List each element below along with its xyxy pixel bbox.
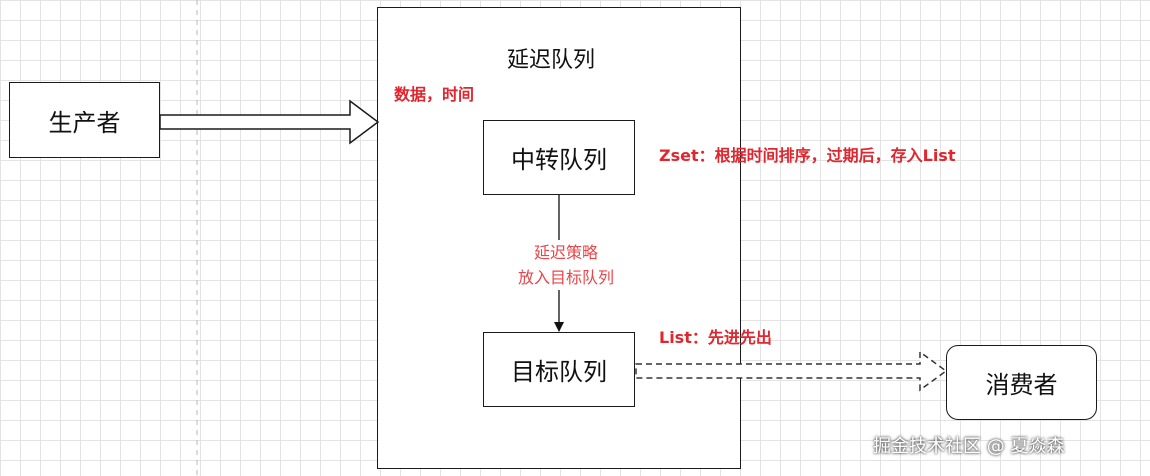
list-annotation: List：先进先出: [659, 328, 772, 347]
transfer-queue-node: 中转队列: [483, 120, 635, 195]
consumer-node: 消费者: [946, 345, 1097, 420]
delay-strategy-annotation: 延迟策略 放入目标队列: [496, 240, 636, 290]
producer-label: 生产者: [48, 108, 121, 137]
zset-annotation: Zset：根据时间排序，过期后，存入List: [659, 146, 956, 165]
target-to-consumer-arrow: [635, 350, 948, 392]
target-queue-node: 目标队列: [483, 332, 635, 407]
delay-strategy-line2: 放入目标队列: [517, 268, 614, 287]
delay-strategy-line1: 延迟策略: [533, 243, 598, 262]
target-queue-label: 目标队列: [511, 358, 607, 386]
transfer-queue-label: 中转队列: [511, 146, 607, 174]
consumer-label: 消费者: [985, 371, 1058, 399]
delay-queue-title: 延迟队列: [507, 48, 596, 73]
input-data-annotation: 数据，时间: [394, 85, 475, 104]
producer-to-queue-arrow: [159, 99, 380, 145]
watermark: 掘金技术社区 @ 夏焱森: [873, 436, 1065, 457]
producer-node: 生产者: [9, 82, 160, 158]
